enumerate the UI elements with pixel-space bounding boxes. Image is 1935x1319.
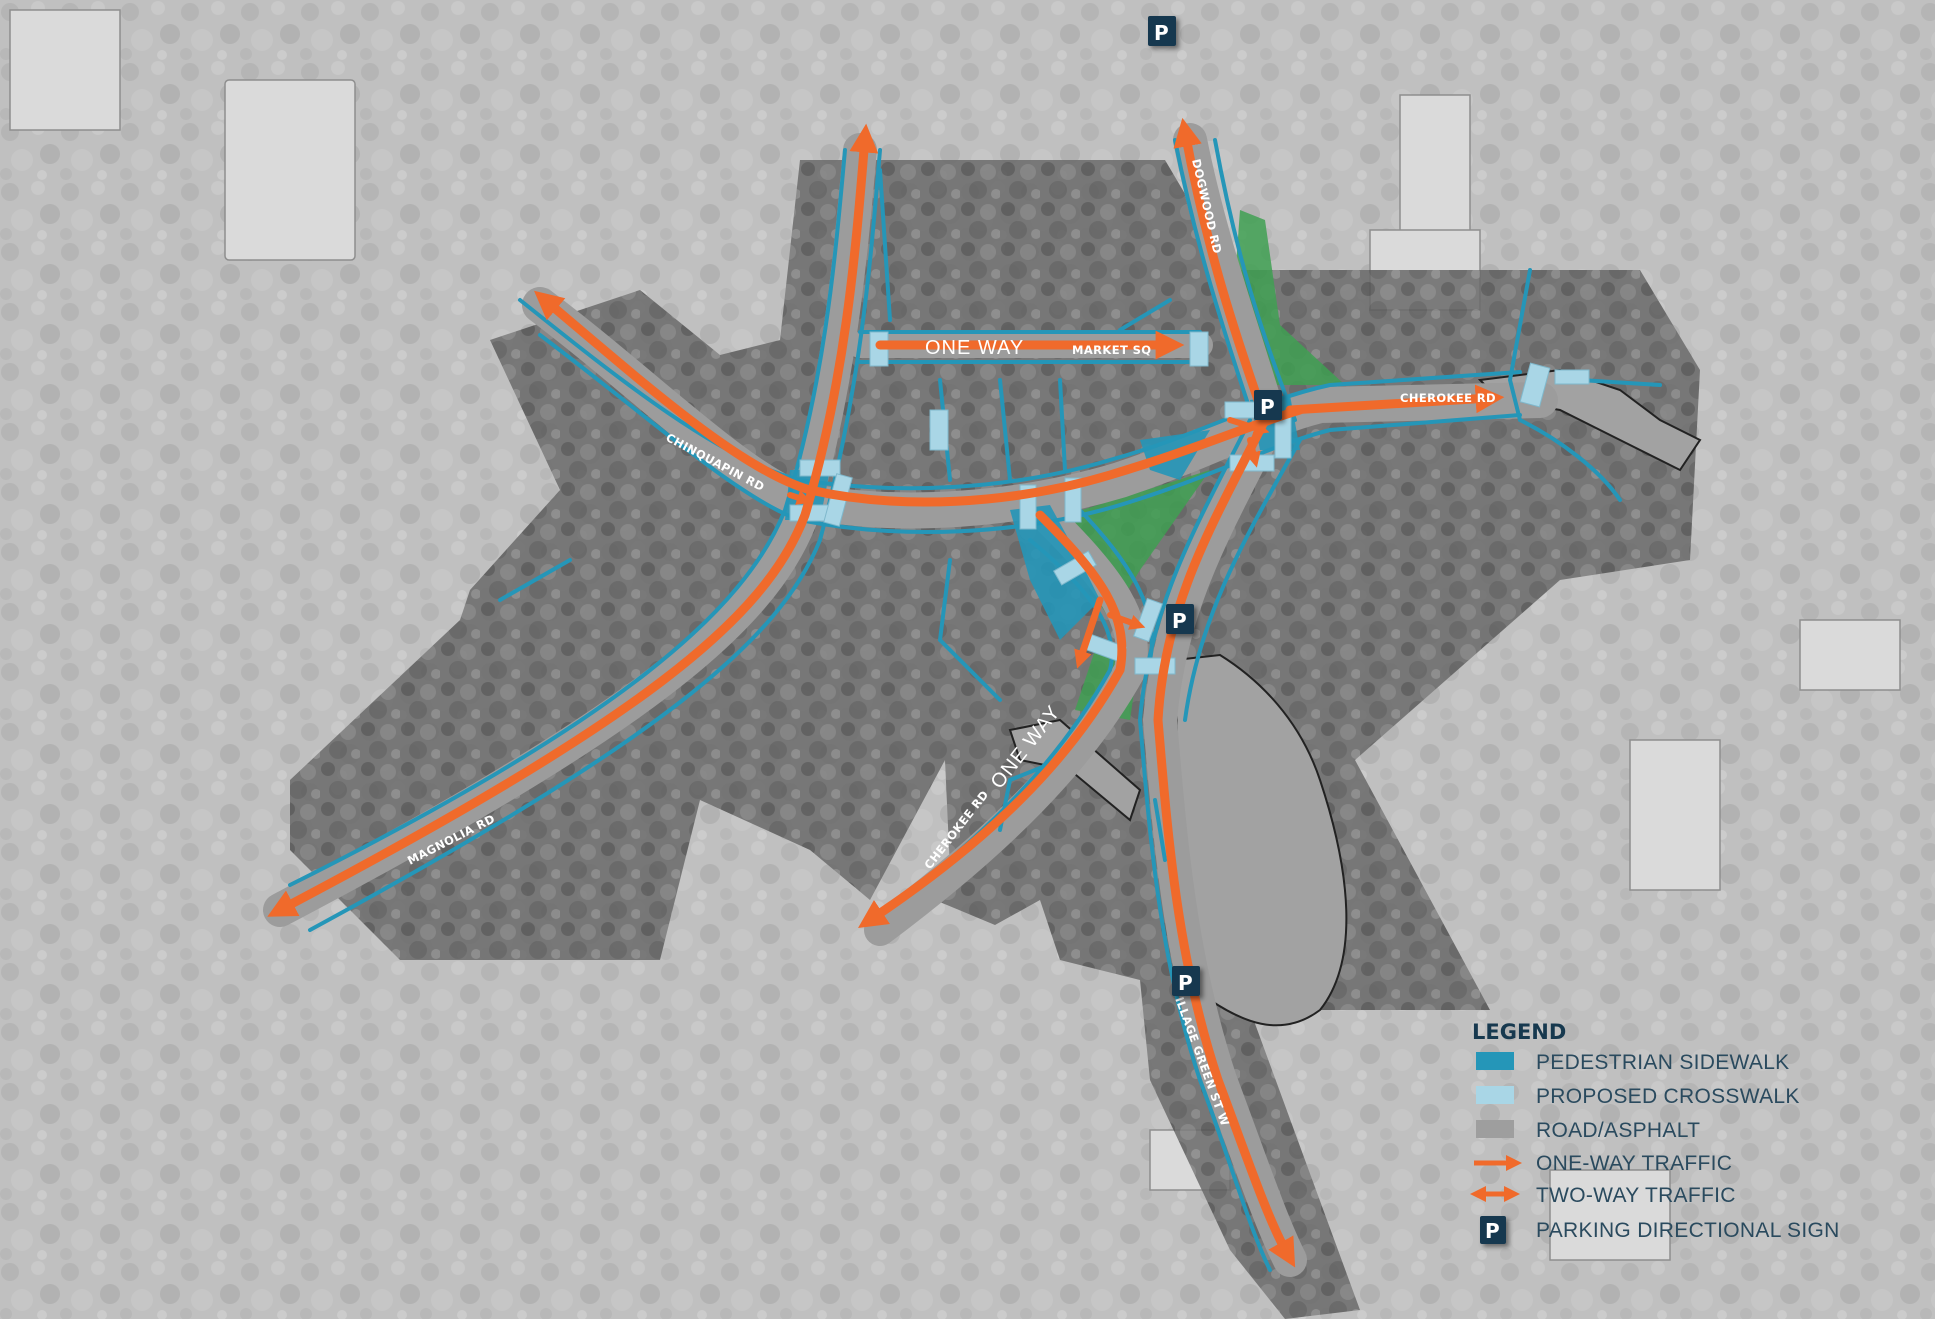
parking-sign-center: P	[1166, 604, 1194, 634]
crosswalk-swatch	[1476, 1086, 1514, 1104]
parking-sign-top: P	[1148, 16, 1176, 46]
tri-arrow-1	[1227, 417, 1270, 436]
svg-text:P: P	[1178, 971, 1193, 995]
traffic-arrows	[267, 117, 1505, 1268]
svg-text:P: P	[1485, 1219, 1500, 1243]
legend: LEGEND PEDESTRIAN SIDEWALK PROPOSED CROS…	[1469, 1020, 1840, 1244]
parking-sign-lot: P	[1172, 966, 1200, 996]
svg-text:P: P	[1154, 21, 1169, 45]
parking-signs: P P P P	[1148, 16, 1282, 996]
market-sq-label: MARKET SQ	[1072, 343, 1151, 357]
road-swatch	[1476, 1120, 1514, 1138]
legend-label-sidewalk: PEDESTRIAN SIDEWALK	[1536, 1051, 1789, 1074]
north-two-way-arrow	[267, 123, 879, 917]
tri-arrow-2	[1245, 437, 1261, 468]
parking-sign-icon: P	[1480, 1216, 1506, 1244]
lower-junction-arrow	[1074, 596, 1104, 669]
cherokee-east-one-way-arrow	[1285, 384, 1505, 415]
cherokee-south-one-way-arrow	[858, 510, 1127, 928]
legend-label-crosswalk: PROPOSED CROSSWALK	[1536, 1085, 1800, 1108]
svg-text:P: P	[1260, 395, 1275, 419]
parking-sign-cherokee: P	[1254, 390, 1282, 420]
legend-title: LEGEND	[1472, 1020, 1566, 1044]
legend-label-one-way: ONE-WAY TRAFFIC	[1536, 1152, 1732, 1175]
tri-arrow-3	[1107, 612, 1146, 630]
tri-arrow-4	[787, 490, 813, 505]
legend-label-two-way: TWO-WAY TRAFFIC	[1536, 1184, 1736, 1207]
legend-label-parking: PARKING DIRECTIONAL SIGN	[1536, 1219, 1840, 1242]
svg-text:P: P	[1172, 609, 1187, 633]
one-way-label-north: ONE WAY	[925, 337, 1024, 359]
legend-label-road: ROAD/ASPHALT	[1536, 1119, 1700, 1142]
dogwood-two-way-arrow	[1153, 117, 1296, 1268]
sidewalk-swatch	[1476, 1052, 1514, 1070]
cherokee-rd-east-label: CHEROKEE RD	[1400, 391, 1496, 405]
